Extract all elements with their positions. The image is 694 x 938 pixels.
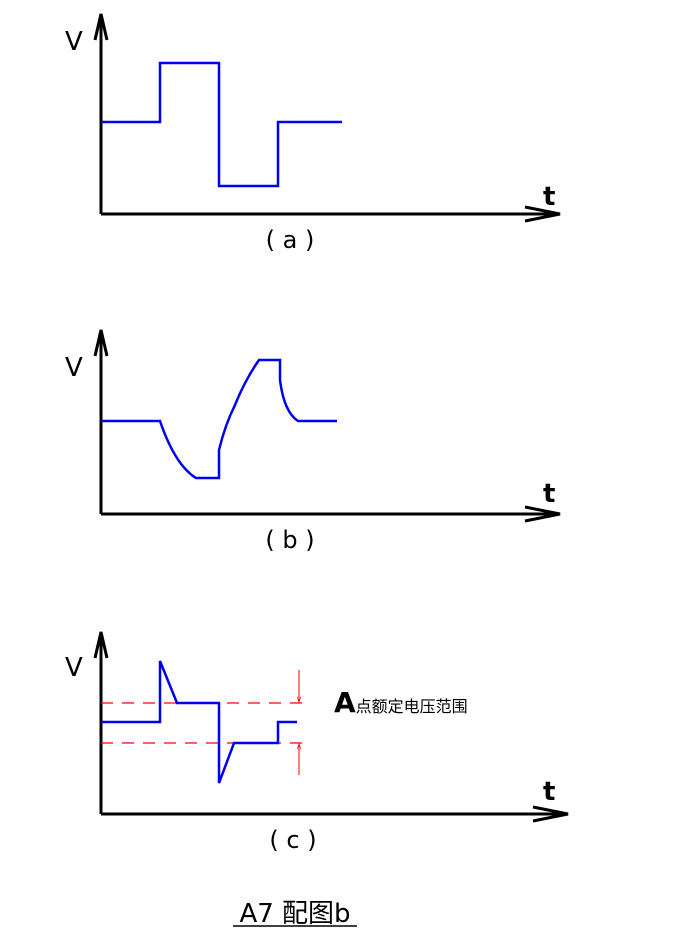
waveform-b (101, 358, 337, 480)
caption-b: ( b ) (265, 526, 314, 554)
figure-title: A7 配图b (239, 899, 350, 929)
x-axis (101, 205, 561, 223)
waveform-c (101, 660, 297, 784)
y-axis-label: V (65, 27, 83, 57)
y-axis-label: V (65, 353, 83, 383)
waveform-a (101, 61, 342, 188)
x-axis (101, 505, 561, 523)
x-axis-label: t (543, 182, 555, 212)
caption-a: ( a ) (266, 226, 315, 254)
range-annotation: A点额定电压范围 (334, 686, 468, 719)
panel-c: V t A点额定电压范围 ( c ) (65, 631, 569, 854)
caption-c: ( c ) (269, 826, 316, 854)
x-axis (101, 805, 569, 823)
y-axis (93, 13, 109, 214)
panel-a: V t ( a ) (65, 13, 561, 254)
y-axis-label: V (65, 653, 83, 683)
x-axis-label: t (543, 777, 555, 807)
x-axis-label: t (543, 479, 555, 509)
panel-b: V t ( b ) (65, 329, 561, 554)
